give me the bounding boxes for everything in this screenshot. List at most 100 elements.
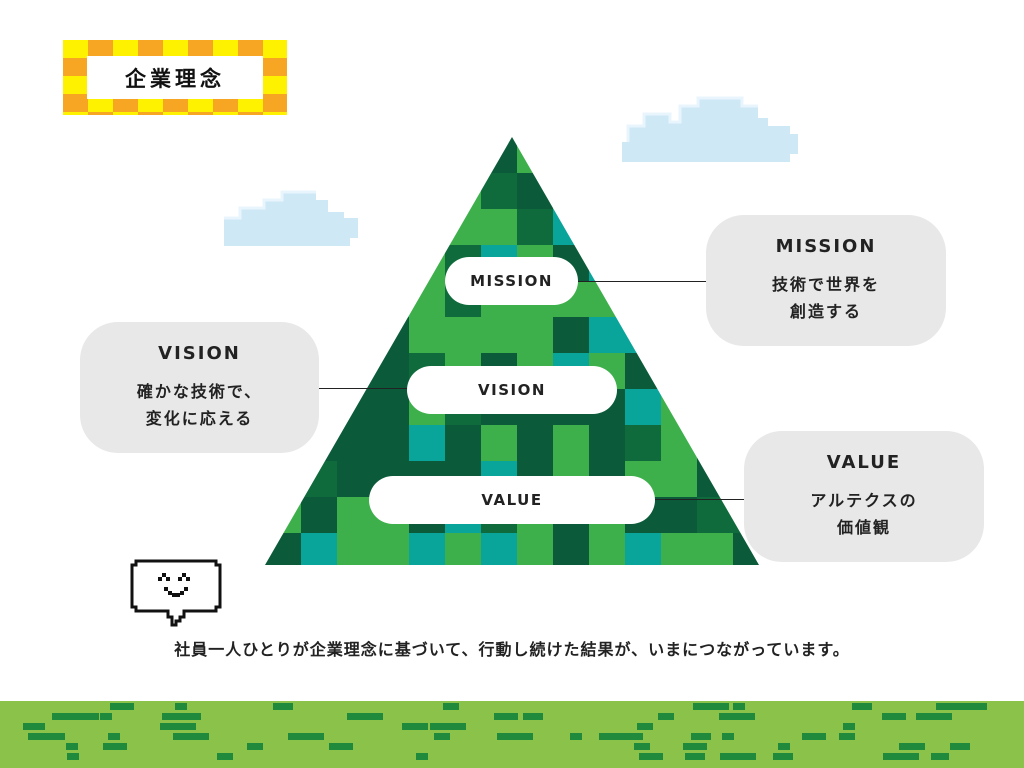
grass-block — [951, 703, 987, 710]
grass-block — [347, 713, 383, 720]
grass-block — [637, 723, 653, 730]
pyramid-tile — [661, 317, 697, 353]
pyramid-tile — [625, 425, 661, 461]
pyramid-tile — [553, 137, 589, 173]
pyramid-tile — [697, 425, 733, 461]
grass-block — [329, 743, 353, 750]
value-connector — [655, 499, 744, 500]
grass-block — [901, 743, 925, 750]
grass-block — [247, 743, 263, 750]
pyramid-tile — [625, 245, 661, 281]
value-card-line: 価値観 — [836, 518, 891, 537]
grass-block — [160, 723, 196, 730]
pyramid-tile — [661, 209, 697, 245]
value-card-body: アルテクスの 価値観 — [810, 487, 917, 541]
pyramid-tile — [445, 533, 481, 565]
grass-block — [733, 703, 745, 710]
grass-block — [103, 743, 127, 750]
pyramid-tile — [625, 317, 661, 353]
grass-block — [53, 713, 73, 720]
pyramid-tile — [265, 281, 301, 317]
grass-block — [950, 743, 970, 750]
pyramid-tile — [733, 389, 759, 425]
grass-block — [443, 703, 459, 710]
pyramid-tile — [589, 317, 625, 353]
pyramid-tile — [697, 389, 733, 425]
pyramid-tile — [661, 137, 697, 173]
pyramid-tile — [589, 533, 625, 565]
pyramid-tile — [337, 137, 373, 173]
mission-card-body: 技術で世界を 創造する — [772, 271, 880, 325]
pyramid-tile — [481, 209, 517, 245]
pyramid-tile — [517, 209, 553, 245]
pyramid-tile — [373, 137, 409, 173]
grass-block — [570, 733, 582, 740]
pyramid-tile — [373, 425, 409, 461]
pyramid-tile — [337, 245, 373, 281]
pyramid-tile — [625, 389, 661, 425]
pyramid-tile — [517, 137, 553, 173]
pyramid-tile — [589, 137, 625, 173]
pyramid-tile — [265, 173, 301, 209]
pyramid-tile — [301, 533, 337, 565]
pyramid-tile — [409, 173, 445, 209]
pyramid-tile — [337, 497, 373, 533]
pyramid-tile — [625, 137, 661, 173]
pyramid-tile — [697, 461, 733, 497]
pyramid-tile — [589, 425, 625, 461]
value-card-title: VALUE — [826, 452, 902, 473]
pyramid-tile — [733, 137, 759, 173]
grass-block — [839, 733, 855, 740]
grass-block — [773, 753, 793, 760]
pyramid-tile — [301, 497, 337, 533]
pyramid-tile — [697, 173, 733, 209]
pyramid-tile — [733, 353, 759, 389]
pyramid-tile — [301, 173, 337, 209]
mission-card: MISSION 技術で世界を 創造する — [706, 215, 946, 346]
pyramid-tile — [481, 137, 517, 173]
grass-block — [162, 713, 198, 720]
pyramid-tile — [481, 533, 517, 565]
grass-block — [802, 733, 826, 740]
pyramid-tile — [265, 461, 301, 497]
grass-block — [217, 753, 233, 760]
pyramid-tile — [337, 173, 373, 209]
grass-block — [720, 753, 756, 760]
pyramid-tile — [373, 389, 409, 425]
pyramid-tile — [373, 245, 409, 281]
grass-block — [100, 713, 112, 720]
grass-block — [778, 743, 790, 750]
pyramid-tile — [373, 317, 409, 353]
footer-message: 社員一人ひとりが企業理念に基づいて、行動し続けた結果が、いまにつながっています。 — [174, 640, 850, 659]
grass-block — [175, 703, 187, 710]
vision-connector — [319, 388, 439, 389]
pyramid-tile — [337, 317, 373, 353]
mission-connector — [578, 281, 706, 282]
pyramid-tile — [337, 533, 373, 565]
pyramid-tile — [661, 425, 697, 461]
mission-card-line: 創造する — [789, 302, 862, 321]
pyramid-tile — [265, 497, 301, 533]
grass-block — [63, 713, 99, 720]
pyramid-tile — [337, 389, 373, 425]
checkered-frame — [63, 40, 287, 115]
grass-block — [693, 703, 729, 710]
grass-block — [404, 723, 428, 730]
pyramid-label-mission: MISSION — [445, 257, 578, 305]
grass-block — [416, 753, 428, 760]
pyramid-tile — [553, 425, 589, 461]
pyramid-tile — [661, 173, 697, 209]
speech-bubble-smile-icon — [130, 559, 222, 627]
pyramid-tile — [553, 317, 589, 353]
grass-block — [434, 733, 450, 740]
value-card-line: アルテクスの — [810, 491, 918, 510]
pyramid-tile — [409, 317, 445, 353]
vision-card-line: 変化に応える — [145, 409, 254, 428]
pyramid-tile — [445, 317, 481, 353]
grass-block — [288, 733, 324, 740]
pyramid-tile — [373, 533, 409, 565]
pyramid-tile — [337, 425, 373, 461]
vision-card: VISION 確かな技術で、 変化に応える — [80, 322, 319, 453]
pyramid-tile — [661, 281, 697, 317]
pyramid-tile — [445, 425, 481, 461]
